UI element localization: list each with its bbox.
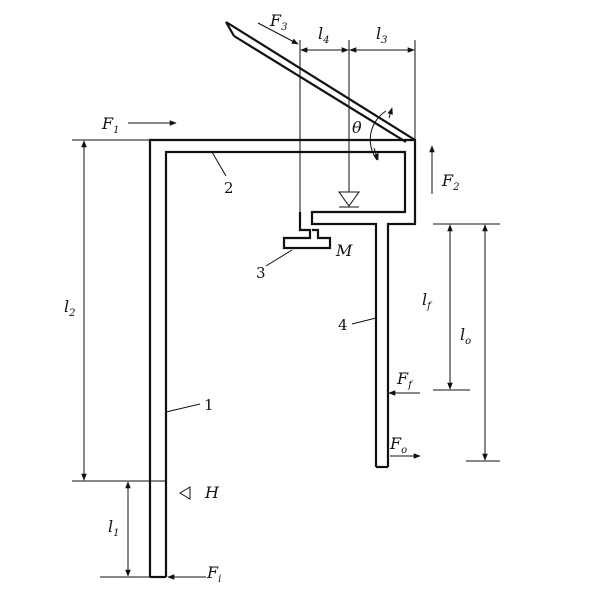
fi-label: Fi — [206, 563, 221, 585]
part-2-leader — [211, 151, 227, 177]
part-4-leader — [351, 317, 377, 325]
theta-arrow-top — [387, 107, 393, 119]
pivot-triangle-icon — [338, 191, 360, 207]
theta-label: θ — [352, 118, 362, 137]
inclined-link-top — [225, 21, 416, 141]
inclined-link-bottom — [233, 35, 407, 143]
part-3-leader — [265, 249, 293, 267]
lever-1-beam-2-inner — [164, 150, 407, 577]
l1-label: l1 — [108, 517, 120, 539]
f3-arrow — [257, 22, 299, 45]
ff-label: Ff — [396, 369, 414, 391]
fo-label: Fo — [389, 434, 407, 456]
f3-label: F3 — [269, 11, 287, 33]
lo-label: lo — [460, 325, 471, 347]
pivot-h-triangle-icon — [179, 486, 191, 500]
part-1-label: 1 — [204, 396, 214, 414]
lever-1-beam-2-outer — [148, 138, 417, 577]
inclined-link-end — [225, 21, 235, 37]
part-1-leader — [165, 403, 201, 413]
l2-label: l2 — [64, 297, 76, 319]
part-4-label: 4 — [338, 316, 348, 334]
pivot-h-label: H — [204, 483, 220, 502]
theta-arrow-bottom — [373, 147, 379, 161]
f2-label: F2 — [441, 171, 459, 193]
mass-3-block — [282, 212, 332, 250]
f1-label: F1 — [101, 114, 119, 136]
part-3-label: 3 — [256, 264, 266, 282]
l3-label: l3 — [376, 24, 388, 46]
lf-label: lf — [422, 290, 433, 312]
part-2-label: 2 — [224, 179, 234, 197]
mass-label: M — [335, 241, 353, 260]
l4-label: l4 — [318, 24, 330, 46]
